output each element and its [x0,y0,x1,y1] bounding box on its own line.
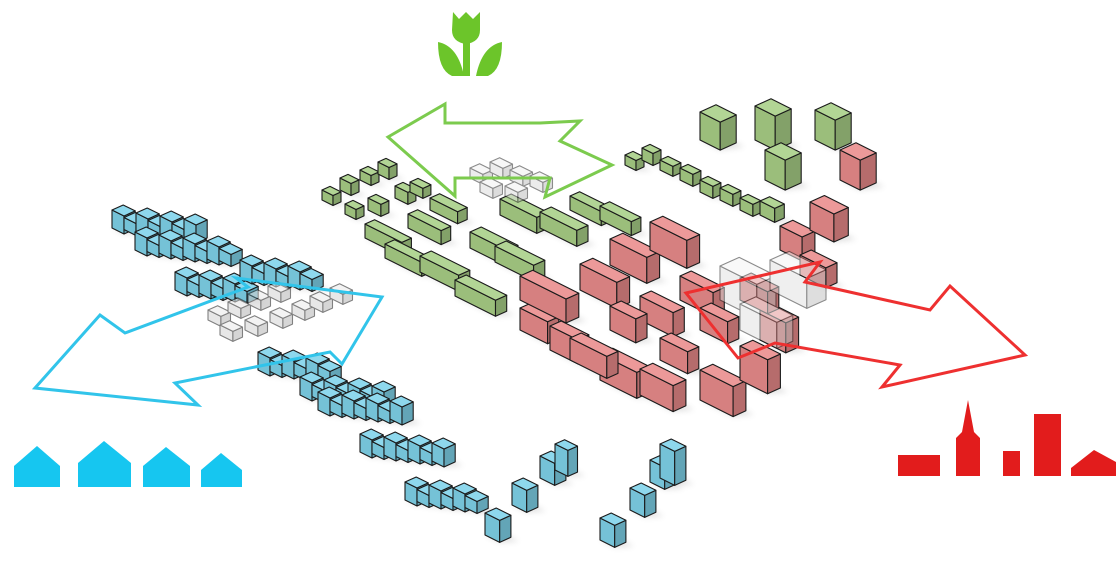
residential-block [554,439,579,477]
green-block [407,209,452,246]
residential-block [431,437,456,468]
translucent-block [219,320,244,342]
green-block [699,175,722,199]
green-block [679,163,702,187]
translucent-block [504,181,529,203]
residential-block [389,395,414,426]
green-blocks [321,98,852,317]
residential-block [629,482,657,518]
green-block [641,143,662,167]
green-block [599,201,642,237]
green-tower [814,102,852,151]
houses-icon [14,441,242,487]
residential-block [659,438,687,486]
urban-block [649,215,701,269]
green-block [339,173,360,197]
green-tower [764,142,802,191]
house-icon [78,441,131,487]
green-block [409,177,432,199]
urban-block [639,362,687,413]
urban-block [519,269,580,324]
house-icon [14,446,60,487]
translucent-red-plaza [719,250,827,349]
residential-block [599,512,627,548]
translucent-block [227,297,252,319]
urban-block [809,194,849,243]
translucent-block [247,289,272,311]
red-double-arrow [683,259,1029,390]
urban-block [579,257,631,309]
urban-block [569,332,619,379]
green-block [359,165,380,187]
green-block [429,193,468,225]
green-block [659,155,682,177]
translucent-block [739,296,794,349]
green-block [367,193,390,217]
green-block [759,196,785,223]
green-block [344,199,365,221]
blue-double-arrow [31,275,385,407]
house-icon [143,447,190,487]
translucent-block [207,305,232,327]
green-block [454,274,508,317]
translucent-block [489,157,514,179]
urban-block [639,290,685,338]
green-double-arrow [385,101,616,200]
green-block [624,150,645,172]
translucent-blue-plaza [207,281,354,342]
green-block [539,206,589,247]
green-tower [754,98,792,151]
urban-block [839,142,877,191]
tulip-icon [438,12,502,76]
urban-block [609,300,648,344]
green-block [321,185,342,207]
residential-block [218,242,243,268]
city-skyline-icon [898,400,1116,476]
green-block [719,183,742,207]
urban-block [699,363,747,418]
translucent-block [269,307,294,329]
green-tower [699,104,737,151]
green-block [377,157,398,181]
residential-block [484,507,512,543]
residential-block [511,477,539,513]
green-block [739,193,762,217]
translucent-block [479,177,504,199]
house-icon [201,453,242,487]
residential-block [464,489,489,515]
urban-block [609,232,661,284]
translucent-green-plaza [469,157,554,203]
translucent-block [244,315,269,337]
urban-block [659,332,700,375]
urban-block [699,302,740,345]
blue-residential-blocks [111,204,687,548]
